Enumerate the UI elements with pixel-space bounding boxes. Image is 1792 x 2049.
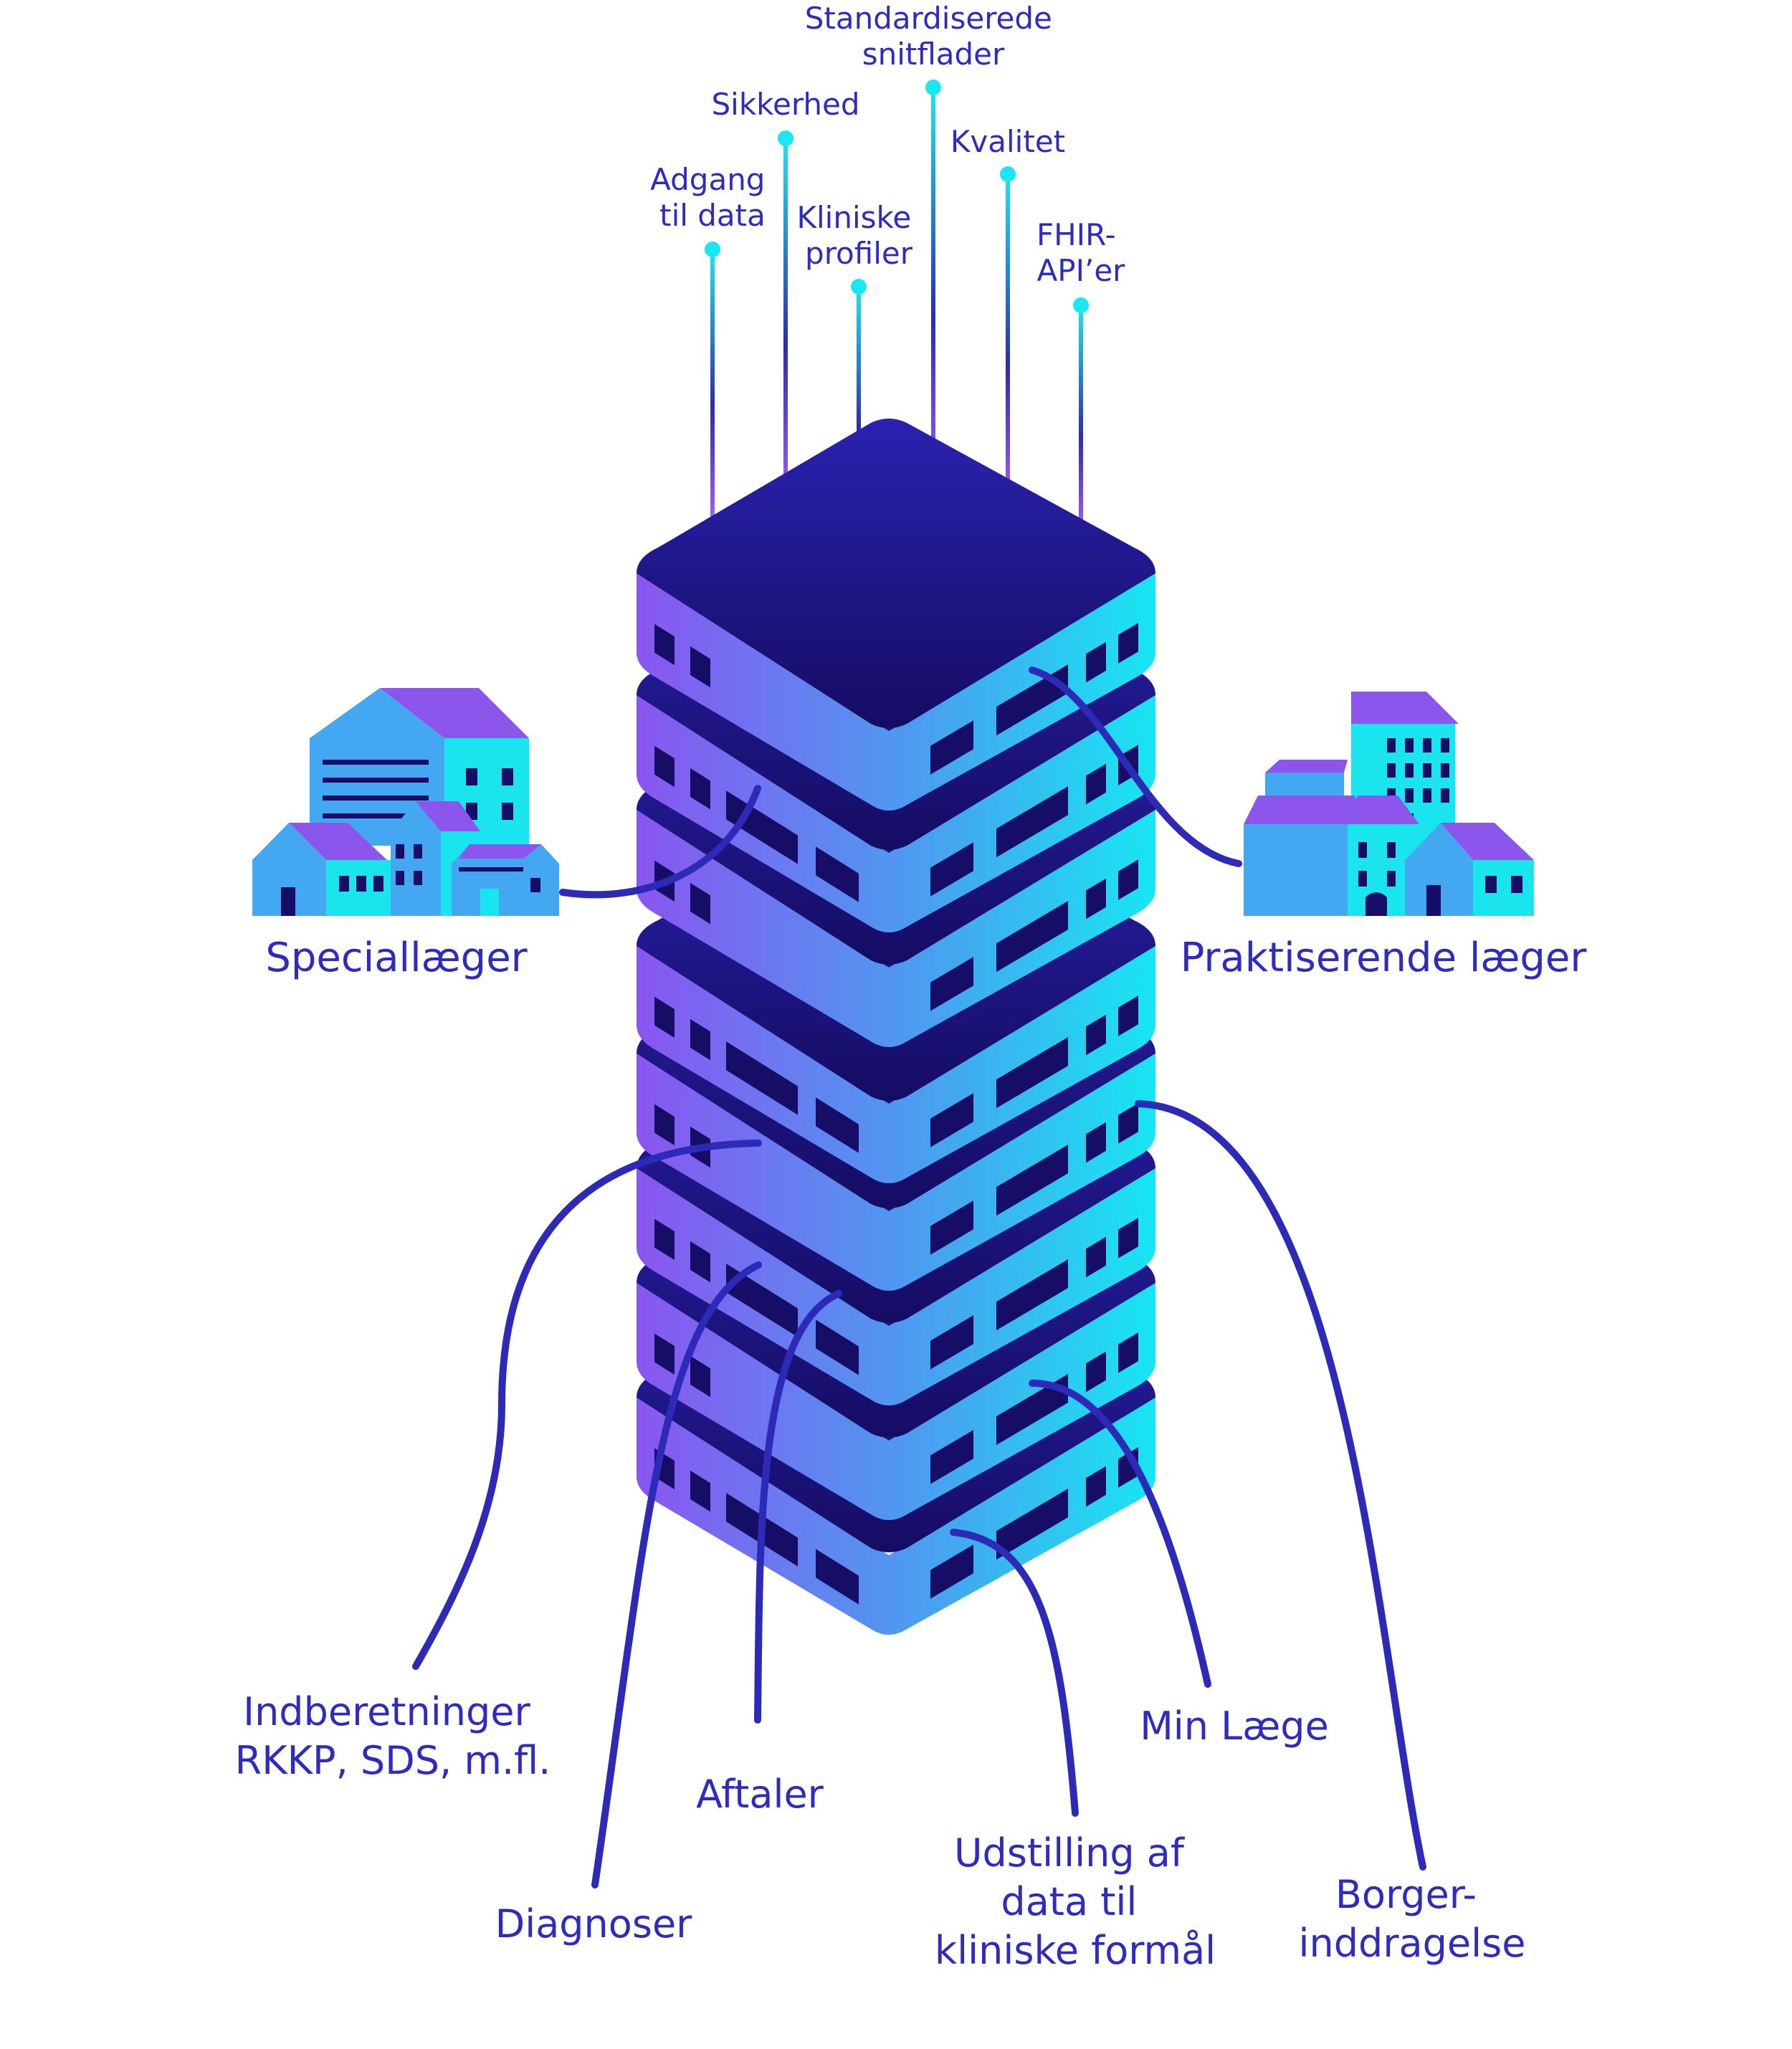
pole-adgang xyxy=(705,242,720,595)
label-praktiserende-laeger: Praktiserende læger xyxy=(1181,935,1588,981)
pole-standardiserede xyxy=(925,80,941,598)
wire-min-laege xyxy=(1029,1380,1211,1688)
label-fhir: FHIR- API’er xyxy=(1036,217,1125,288)
pole-sikkerhed xyxy=(778,130,793,595)
specialist-buildings-icon xyxy=(252,688,559,916)
pole-kvalitet xyxy=(1000,166,1016,595)
label-min-laege: Min Læge xyxy=(1140,1704,1329,1749)
bottom-labels: Indberetninger RKKP, SDS, m.fl. Diagnose… xyxy=(235,1689,1526,1973)
wire-aftaler xyxy=(754,1290,842,1724)
label-borger: Borger- inddragelse xyxy=(1299,1872,1526,1966)
label-aftaler: Aftaler xyxy=(696,1772,824,1817)
side-labels: Speciallæger Praktiserende læger xyxy=(265,935,1587,981)
wire-praktiserende xyxy=(1029,667,1242,867)
server-tower xyxy=(637,419,1155,1635)
wire-indberetninger xyxy=(412,1140,762,1670)
label-kvalitet: Kvalitet xyxy=(950,124,1065,159)
label-diagnoser: Diagnoser xyxy=(495,1901,693,1947)
wire-speciallaeger xyxy=(559,785,761,899)
wire-diagnoser xyxy=(591,1261,762,1888)
label-sikkerhed: Sikkerhed xyxy=(712,87,860,122)
label-speciallaeger: Speciallæger xyxy=(265,935,528,981)
wire-udstilling xyxy=(950,1529,1079,1817)
connection-wires xyxy=(412,667,1426,1888)
pole-fhir xyxy=(1073,297,1089,595)
gp-buildings-icon xyxy=(1244,692,1534,916)
label-standardiserede: Standardiserede snitflader xyxy=(805,1,1062,72)
label-indberetninger: Indberetninger RKKP, SDS, m.fl. xyxy=(235,1689,551,1783)
server-tier xyxy=(637,419,1155,811)
wire-borger xyxy=(1135,1100,1426,1871)
label-udstilling: Udstilling af data til kliniske formål xyxy=(935,1830,1216,1973)
top-labels: Adgang til data Sikkerhed Kliniske profi… xyxy=(650,1,1125,288)
label-kliniske-profiler: Kliniske profiler xyxy=(796,200,920,271)
label-adgang: Adgang til data xyxy=(650,162,775,233)
